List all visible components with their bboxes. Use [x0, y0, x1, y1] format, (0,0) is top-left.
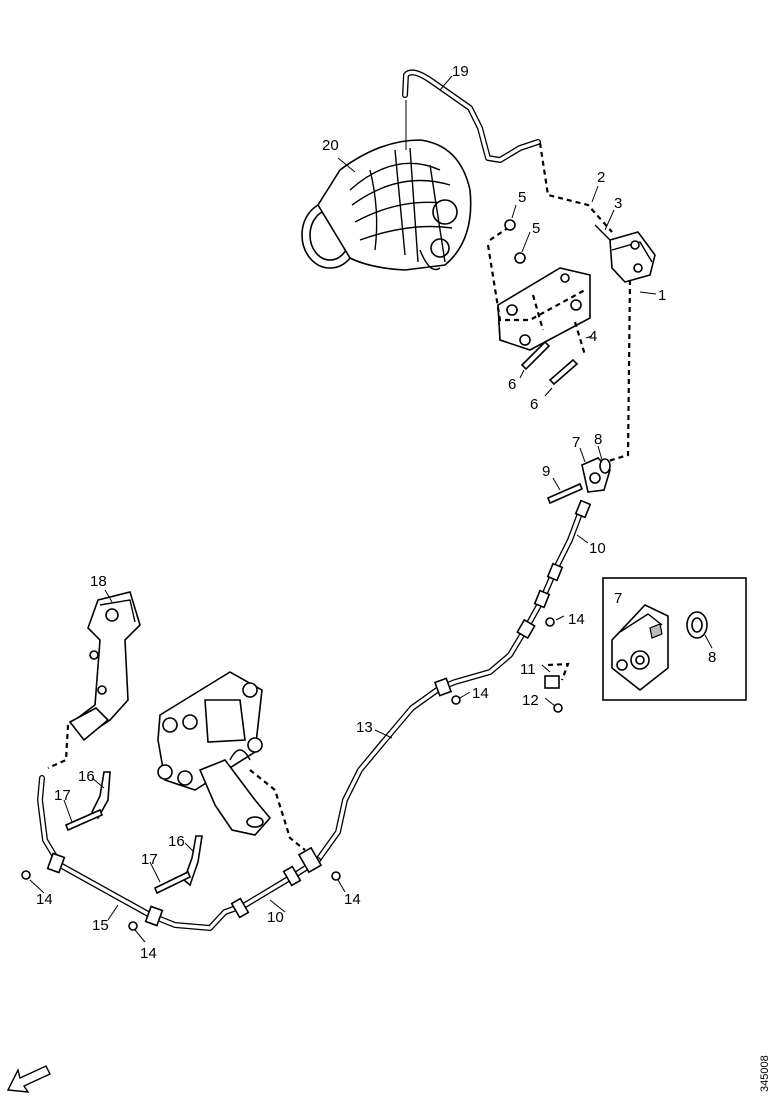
- routing-dash-6: [531, 294, 587, 356]
- callout-14d: 14: [36, 891, 53, 908]
- callout-14b: 14: [472, 685, 489, 702]
- callout-17b: 17: [141, 851, 158, 868]
- clamp: [64, 771, 111, 832]
- callout-7: 7: [572, 434, 580, 451]
- routing-dash-18: [47, 724, 70, 770]
- routing-dash-1: [604, 279, 632, 464]
- callout-5b: 5: [532, 220, 540, 237]
- callout-15: 15: [92, 917, 109, 934]
- bolt: [545, 617, 555, 627]
- callout-2: 2: [597, 169, 605, 186]
- bolt: [331, 871, 341, 881]
- callout-10b: 10: [267, 909, 284, 926]
- bolt: [546, 482, 584, 505]
- bolt: [520, 340, 579, 386]
- callout-13: 13: [356, 719, 373, 736]
- callout-6b: 6: [530, 396, 538, 413]
- callout-14c: 14: [344, 891, 361, 908]
- figure-code: 345008: [759, 1055, 771, 1092]
- routing-dash-bracket: [249, 769, 306, 851]
- front-direction-arrow-icon: [6, 1065, 51, 1093]
- callout-4: 4: [589, 328, 597, 345]
- callout-8: 8: [594, 431, 602, 448]
- callout-10a: 10: [589, 540, 606, 557]
- callout-16a: 16: [78, 768, 95, 785]
- inset-callout-7: 7: [614, 590, 622, 607]
- plug-fitting: [544, 662, 570, 713]
- leader-lines: [29, 75, 657, 943]
- callout-14a: 14: [568, 611, 585, 628]
- callout-12: 12: [522, 692, 539, 709]
- bolt: [21, 870, 31, 880]
- mounting-bracket: [157, 671, 272, 836]
- bolt: [128, 921, 138, 931]
- bolt: [504, 219, 526, 264]
- callout-19: 19: [452, 63, 469, 80]
- callout-20: 20: [322, 137, 339, 154]
- bolt: [451, 695, 461, 705]
- oil-supply-line: [402, 69, 541, 163]
- callout-11: 11: [520, 661, 536, 678]
- inset-callout-8: 8: [708, 649, 716, 666]
- elbow-hose: [68, 591, 141, 742]
- callout-9: 9: [542, 463, 550, 480]
- turbocharger: [301, 139, 472, 271]
- callout-16b: 16: [168, 833, 185, 850]
- oil-return-pipe: [315, 499, 592, 863]
- detail-inset: 7 8: [602, 577, 747, 701]
- bracket-plate: [497, 267, 591, 351]
- callout-5a: 5: [518, 189, 526, 206]
- callout-17a: 17: [54, 787, 71, 804]
- oil-return-pipe-lower: [37, 775, 323, 931]
- routing-dash-19: [538, 142, 613, 233]
- callout-3: 3: [614, 195, 622, 212]
- callout-1: 1: [658, 287, 666, 304]
- callout-14e: 14: [140, 945, 157, 962]
- callout-6a: 6: [508, 376, 516, 393]
- callout-18: 18: [90, 573, 107, 590]
- connector-block: [594, 224, 656, 283]
- clamp: [153, 835, 203, 895]
- fitting: [581, 457, 611, 493]
